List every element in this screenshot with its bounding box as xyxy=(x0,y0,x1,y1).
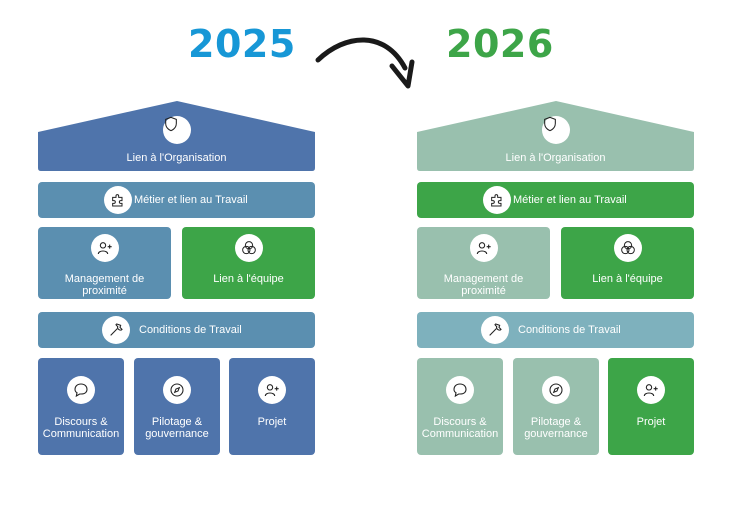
add-user-icon xyxy=(258,376,286,404)
discours-label-line2: Communication xyxy=(42,428,120,440)
house-2026: Lien à l'Organisation Métier et lien au … xyxy=(417,100,694,456)
discours-label-line1: Discours & xyxy=(54,416,108,428)
tile-management: Management de proximité xyxy=(417,227,550,299)
roof-organisation: Lien à l'Organisation xyxy=(38,100,315,172)
add-user-icon xyxy=(90,234,119,262)
projet-label: Projet xyxy=(636,416,666,428)
shield-icon xyxy=(163,116,191,144)
management-label-line2: proximité xyxy=(461,285,506,297)
bar-metier: Métier et lien au Travail xyxy=(417,182,694,218)
puzzle-icon xyxy=(483,186,511,214)
tile-discours: Discours & Communication xyxy=(417,358,503,455)
organisation-label: Lien à l'Organisation xyxy=(126,152,227,164)
management-label-line1: Management de xyxy=(64,273,145,285)
tile-projet: Projet xyxy=(608,358,694,455)
pilotage-label-line2: gouvernance xyxy=(145,428,209,440)
add-user-icon xyxy=(469,234,498,262)
wrench-icon xyxy=(481,316,509,344)
conditions-label: Conditions de Travail xyxy=(139,324,242,336)
year-2026-label: 2026 xyxy=(446,22,554,66)
tile-discours: Discours & Communication xyxy=(38,358,124,455)
pilotage-label-line1: Pilotage & xyxy=(151,416,203,428)
management-label-line2: proximité xyxy=(82,285,127,297)
compass-icon xyxy=(542,376,570,404)
tile-management: Management de proximité xyxy=(38,227,171,299)
curved-arrow-icon xyxy=(315,37,415,89)
pilotage-label-line1: Pilotage & xyxy=(530,416,582,428)
discours-label-line2: Communication xyxy=(421,428,499,440)
speech-bubble-icon xyxy=(446,376,474,404)
roof-organisation: Lien à l'Organisation xyxy=(417,100,694,172)
metier-label: Métier et lien au Travail xyxy=(134,194,248,206)
bar-conditions: Conditions de Travail xyxy=(417,312,694,348)
projet-label: Projet xyxy=(257,416,287,428)
shield-icon xyxy=(542,116,570,144)
wrench-icon xyxy=(102,316,130,344)
tile-equipe: Lien à l'équipe xyxy=(182,227,315,299)
bar-conditions: Conditions de Travail xyxy=(38,312,315,348)
team-circles-icon xyxy=(613,234,642,262)
tile-pilotage: Pilotage & gouvernance xyxy=(513,358,599,455)
year-2025-label: 2025 xyxy=(188,22,296,66)
tile-equipe: Lien à l'équipe xyxy=(561,227,694,299)
speech-bubble-icon xyxy=(67,376,95,404)
metier-label: Métier et lien au Travail xyxy=(513,194,627,206)
add-user-icon xyxy=(637,376,665,404)
discours-label-line1: Discours & xyxy=(433,416,487,428)
equipe-label: Lien à l'équipe xyxy=(213,273,284,285)
organisation-label: Lien à l'Organisation xyxy=(505,152,606,164)
conditions-label: Conditions de Travail xyxy=(518,324,621,336)
management-label-line1: Management de xyxy=(443,273,524,285)
bar-metier: Métier et lien au Travail xyxy=(38,182,315,218)
tile-projet: Projet xyxy=(229,358,315,455)
house-2025: Lien à l'Organisation Métier et lien au … xyxy=(38,100,315,456)
tile-pilotage: Pilotage & gouvernance xyxy=(134,358,220,455)
pilotage-label-line2: gouvernance xyxy=(524,428,588,440)
equipe-label: Lien à l'équipe xyxy=(592,273,663,285)
team-circles-icon xyxy=(234,234,263,262)
compass-icon xyxy=(163,376,191,404)
puzzle-icon xyxy=(104,186,132,214)
